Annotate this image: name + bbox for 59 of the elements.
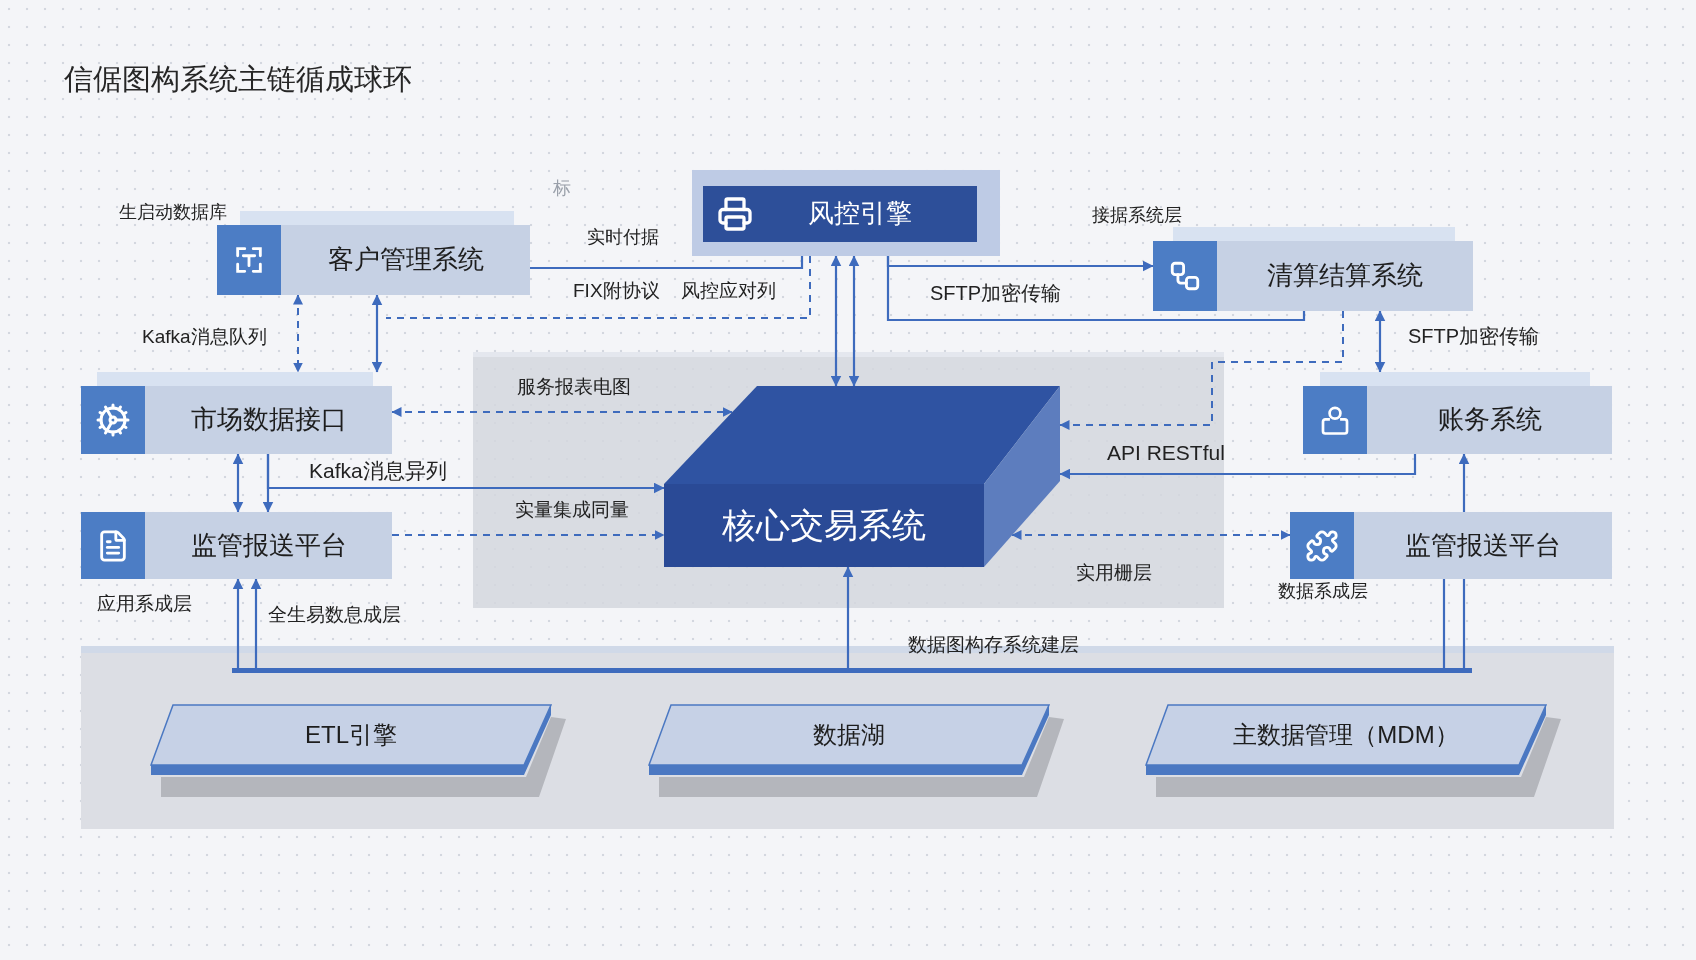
text-label: FIX附协议 (573, 280, 660, 303)
text-label: 数据图构存系统建层 (908, 634, 1079, 657)
edge-label: API RESTful (1107, 440, 1225, 466)
node-title: ETL引擎 (305, 721, 397, 749)
text-label: 实时付据 (587, 227, 659, 249)
system-box (1290, 512, 1612, 579)
node-title: 客户管理系统 (327, 245, 484, 275)
arrow (391, 530, 665, 540)
connector-line (886, 256, 1306, 322)
node-title: 风控引擎 (808, 199, 912, 229)
core-system-block (664, 386, 1060, 567)
text-label: 应用系成层 (97, 593, 192, 616)
edge-label: Kafka消息异列 (309, 458, 447, 484)
text-label: 接据系统层 (1092, 205, 1182, 227)
node-title: 账务系统 (1437, 405, 1542, 435)
system-box (81, 372, 392, 454)
arrow (848, 255, 860, 387)
text-label: 实用栅层 (1076, 562, 1152, 585)
connector-line (530, 256, 804, 270)
text-label: 标 (553, 178, 571, 200)
system-box (81, 512, 392, 579)
text-label: 全生易数息成层 (268, 604, 401, 627)
arrow (232, 578, 244, 668)
arrow (371, 294, 383, 373)
arrow (1059, 454, 1417, 480)
node-title: 核心交易系统 (722, 505, 926, 546)
arrow (842, 566, 854, 668)
edge-label: 服务报表电图 (517, 376, 631, 399)
text-label: 生启动数据库 (119, 202, 227, 224)
edge-label: 实量集成同量 (515, 499, 629, 522)
platform-slab (1146, 705, 1561, 797)
edge-label: Kafka消息队列 (142, 326, 267, 349)
system-box (1303, 372, 1612, 454)
arrow (262, 454, 274, 513)
arrow (293, 294, 303, 373)
node-title: 清算结算系统 (1267, 261, 1423, 291)
node-title: 数据湖 (813, 721, 885, 749)
platform-slab (649, 705, 1064, 797)
diagram-title: 信倨图构系统主链循成球环 (64, 62, 412, 97)
node-title: 监管报送平台 (190, 530, 347, 561)
connector-line (385, 255, 811, 319)
node-title: 监管报送平台 (1405, 530, 1561, 561)
node-title: 市场数据接口 (190, 405, 347, 435)
arrow (1059, 310, 1344, 430)
edge-label: SFTP加密传输 (1408, 324, 1540, 348)
framed-system-box (692, 170, 1000, 256)
edge-label: SFTP加密传输 (930, 281, 1062, 305)
arrow (232, 453, 244, 513)
arrow (250, 578, 262, 668)
platform-slab (151, 705, 566, 797)
connector-line (1462, 579, 1466, 668)
text-label: 数据系成层 (1278, 581, 1368, 603)
node-title: 主数据管理（MDM） (1233, 721, 1459, 749)
text-label: 风控应对列 (681, 280, 776, 303)
arrow (1374, 310, 1386, 373)
arrow (830, 255, 842, 387)
connector-line (1442, 579, 1446, 668)
arrow (1458, 453, 1470, 512)
system-box (1153, 227, 1473, 311)
